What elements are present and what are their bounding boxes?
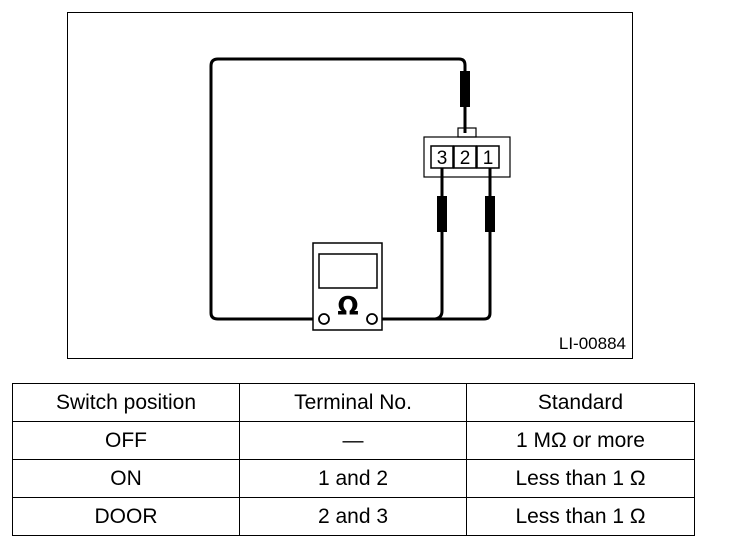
lead-wire-3 (382, 168, 444, 321)
table-header-row: Switch position Terminal No. Standard (12, 383, 695, 422)
header-standard: Standard (466, 383, 695, 422)
cell-switch-position: DOOR (12, 497, 240, 536)
circuit-drawing: 3 2 1 Ω (209, 57, 511, 331)
cell-terminal-no: 2 and 3 (239, 497, 467, 536)
specification-table: Switch position Terminal No. Standard OF… (12, 383, 695, 536)
table-row: OFF — 1 MΩ or more (12, 421, 695, 460)
figure-id: LI-00884 (558, 334, 626, 353)
cell-standard: Less than 1 Ω (466, 459, 695, 498)
cell-standard: 1 MΩ or more (466, 421, 695, 460)
ohm-symbol: Ω (337, 291, 358, 320)
terminal-3-label: 3 (437, 148, 448, 169)
probe-upper (460, 71, 470, 107)
terminal-1-box (476, 145, 500, 169)
probe-terminal-3 (437, 196, 447, 232)
probe-terminal-1 (485, 196, 495, 232)
terminal-2-label: 2 (460, 148, 471, 169)
cell-switch-position: OFF (12, 421, 240, 460)
wiring-diagram: 3 2 1 Ω LI-00884 (67, 12, 633, 359)
lead-wire-1 (382, 168, 492, 321)
ohmmeter-display (318, 253, 378, 289)
meter-terminal-left (318, 313, 330, 325)
terminal-2-box (453, 145, 477, 169)
loop-wire (209, 57, 467, 321)
table-row: ON 1 and 2 Less than 1 Ω (12, 459, 695, 498)
connector-body (423, 136, 511, 178)
table-row: DOOR 2 and 3 Less than 1 Ω (12, 497, 695, 536)
header-terminal-no: Terminal No. (239, 383, 467, 422)
cell-terminal-no: 1 and 2 (239, 459, 467, 498)
cell-terminal-no: — (239, 421, 467, 460)
header-switch-position: Switch position (12, 383, 240, 422)
connector-tab (457, 127, 477, 138)
cell-switch-position: ON (12, 459, 240, 498)
cell-standard: Less than 1 Ω (466, 497, 695, 536)
meter-terminal-right (366, 313, 378, 325)
terminal-1-label: 1 (483, 148, 494, 169)
